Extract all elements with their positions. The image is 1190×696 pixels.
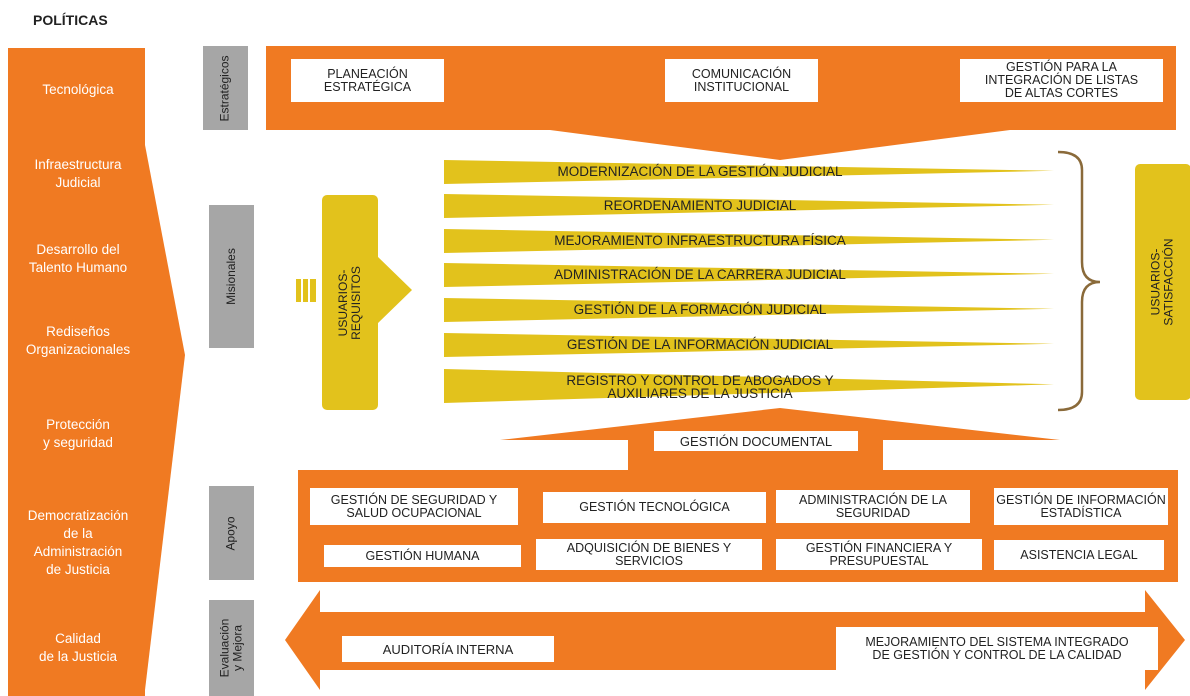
input-stripe-2 — [303, 279, 308, 302]
process-registro-abogados: REGISTRO Y CONTROL DE ABOGADOS Y AUXILIA… — [566, 373, 834, 401]
label-apoyo: Apoyo — [209, 486, 254, 580]
usuarios-requisitos: USUARIOS- REQUISITOS — [322, 195, 378, 410]
box-listas-altas-cortes: GESTIÓN PARA LA INTEGRACIÓN DE LISTAS DE… — [960, 59, 1163, 102]
policy-redisenos: Rediseños Organizacionales — [25, 324, 131, 357]
input-stripe-3 — [310, 279, 316, 302]
input-stripe-1 — [296, 279, 301, 302]
support-up-arrow — [500, 408, 1060, 440]
box-auditoria-interna: AUDITORÍA INTERNA — [342, 636, 554, 662]
policy-tecnologica: Tecnológica — [42, 82, 114, 97]
process-modernizacion: MODERNIZACIÓN DE LA GESTIÓN JUDICIAL — [557, 164, 843, 179]
box-asistencia-legal: ASISTENCIA LEGAL — [994, 540, 1164, 570]
policy-democratizacion: Democratización de la Administración de … — [27, 508, 129, 577]
policy-talento-humano: Desarrollo del Talento Humano — [28, 242, 128, 275]
box-informacion-estadistica: GESTIÓN DE INFORMACIÓN ESTADÍSTICA — [994, 488, 1168, 525]
box-gestion-financiera: GESTIÓN FINANCIERA Y PRESUPUESTAL — [776, 539, 982, 570]
usuarios-satisfaccion: USUARIOS- SATISFACCIÓN — [1135, 164, 1190, 400]
strategic-down-arrow — [550, 130, 1010, 160]
box-planeacion: PLANEACIÓN ESTRATÉGICA — [291, 59, 444, 102]
process-reordenamiento: REORDENAMIENTO JUDICIAL — [603, 198, 797, 213]
policy-calidad: Calidad de la Justicia — [38, 631, 118, 664]
box-mejoramiento-sistema: MEJORAMIENTO DEL SISTEMA INTEGRADO DE GE… — [836, 627, 1158, 670]
process-carrera-judicial: ADMINISTRACIÓN DE LA CARRERA JUDICIAL — [554, 267, 846, 282]
box-adquisicion-bienes: ADQUISICIÓN DE BIENES Y SERVICIOS — [536, 539, 762, 570]
box-gestion-humana: GESTIÓN HUMANA — [324, 545, 521, 567]
process-informacion-judicial: GESTIÓN DE LA INFORMACIÓN JUDICIAL — [566, 337, 834, 352]
politicas-panel: Tecnológica Infraestructura Judicial Des… — [8, 48, 145, 696]
politicas-title: POLÍTICAS — [33, 12, 108, 28]
policy-proteccion: Protección y seguridad — [43, 417, 113, 450]
policies-arrow — [145, 145, 185, 690]
label-misionales: Misionales — [209, 205, 254, 348]
box-gestion-documental: GESTIÓN DOCUMENTAL — [654, 431, 858, 451]
label-evaluacion: Evaluación y Mejora — [209, 600, 254, 696]
label-estrategicos: Estratégicos — [203, 46, 248, 130]
box-seguridad-salud: GESTIÓN DE SEGURIDAD Y SALUD OCUPACIONAL — [310, 488, 518, 525]
process-infraestructura: MEJORAMIENTO INFRAESTRUCTURA FÍSICA — [554, 233, 846, 248]
box-administracion-seguridad: ADMINISTRACIÓN DE LA SEGURIDAD — [776, 490, 970, 523]
box-gestion-tecnologica: GESTIÓN TECNOLÓGICA — [543, 492, 766, 523]
input-arrow — [370, 255, 412, 325]
policy-infraestructura: Infraestructura Judicial — [34, 157, 122, 190]
box-comunicacion: COMUNICACIÓN INSTITUCIONAL — [665, 59, 818, 102]
process-formacion-judicial: GESTIÓN DE LA FORMACIÓN JUDICIAL — [573, 302, 827, 317]
curly-brace — [1057, 150, 1101, 412]
